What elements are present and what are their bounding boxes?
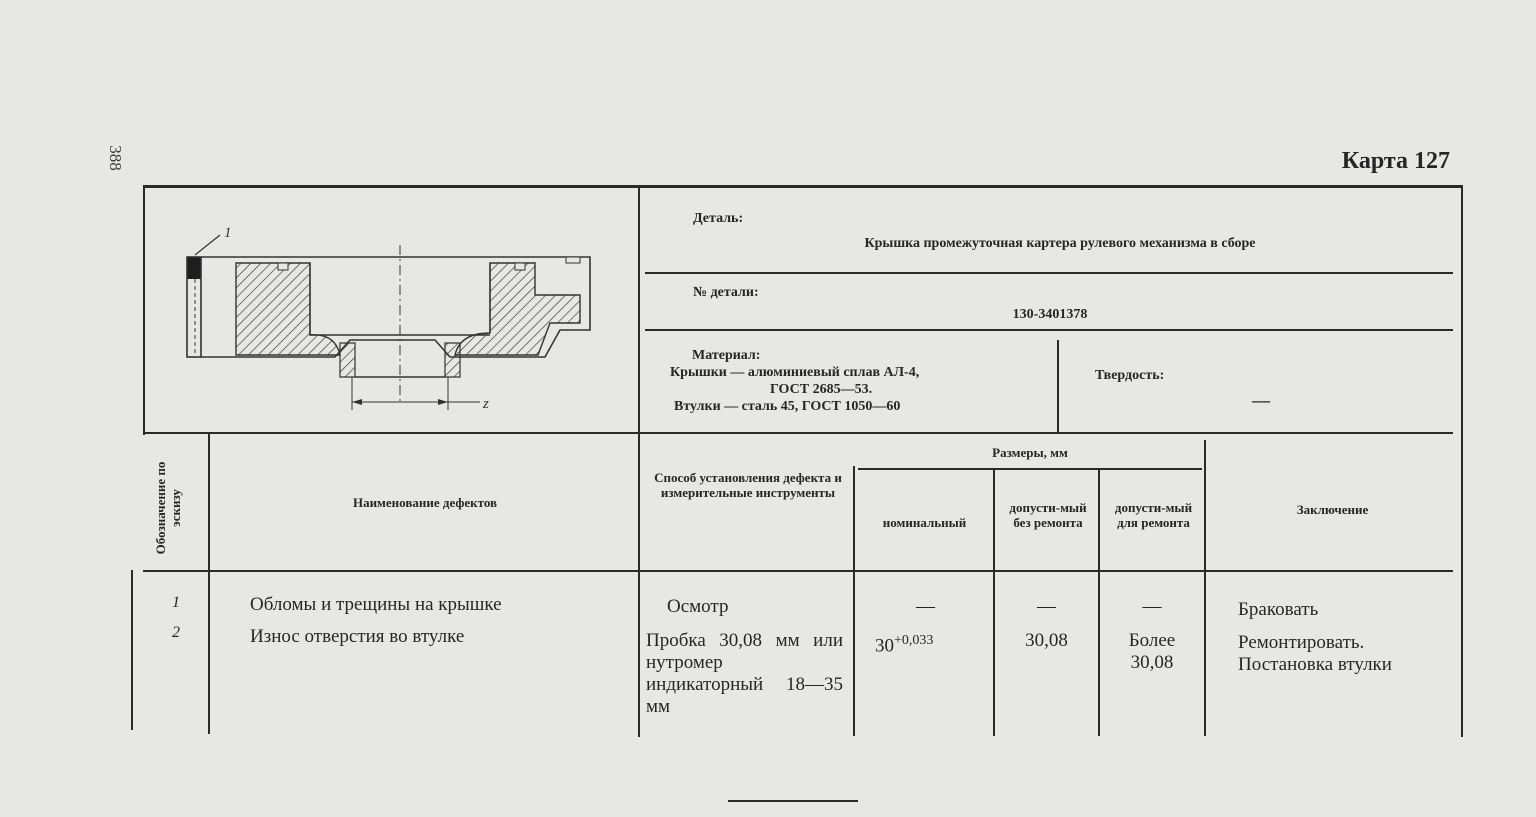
- material-line-1: Крышки — алюминиевый сплав АЛ-4,: [670, 365, 920, 380]
- header-designation: Обозначение по эскизу: [153, 461, 183, 555]
- part-number-divider: [645, 329, 1453, 331]
- header-allowed-for-repair: допусти-мый для ремонта: [1114, 500, 1193, 530]
- hardness-value: —: [1252, 390, 1270, 410]
- sketch-label-z: z: [482, 396, 489, 412]
- header-sizes-group: Размеры, мм: [992, 445, 1068, 460]
- header-top-border: [143, 432, 1453, 434]
- detail-divider: [645, 272, 1453, 274]
- header-nominal: номинальный: [882, 515, 967, 530]
- col-divider-without: [1098, 470, 1100, 736]
- row-2-conclusion: Ремонтировать. Постановка втулки: [1238, 632, 1392, 675]
- header-conclusion: Заключение: [1296, 502, 1369, 517]
- material-divider: [1057, 340, 1059, 432]
- header-method: Способ установления дефекта и измеритель…: [654, 470, 842, 500]
- material-block: Материал: Крышки — алюминиевый сплав АЛ-…: [660, 347, 1050, 415]
- header-bottom-border: [143, 570, 1453, 572]
- row-1-without-repair: —: [1037, 596, 1056, 617]
- col-divider-conclusion: [1204, 440, 1206, 736]
- part-sketch: 1 z: [186, 225, 591, 412]
- table-top-border: [143, 185, 1463, 188]
- table-left-lower-border: [131, 570, 133, 730]
- row-1-conclusion: Браковать: [1238, 599, 1319, 620]
- part-number-label: № детали:: [693, 285, 759, 300]
- row-2-nominal-tolerance: +0,033: [894, 633, 934, 648]
- row-2-nominal-value: 30: [875, 635, 894, 657]
- sketch-divider: [638, 187, 640, 737]
- card-title: Карта 127: [1341, 148, 1450, 174]
- detail-name: Крышка промежуточная картера рулевого ме…: [864, 236, 1256, 251]
- hardness-label: Твердость:: [1095, 368, 1165, 383]
- part-number-value: 130-3401378: [1012, 307, 1088, 322]
- sketch-label-1: 1: [224, 225, 232, 241]
- row-1-for-repair: —: [1142, 596, 1162, 617]
- row-2-method: Пробка 30,08 мм или нутромер индикаторны…: [646, 630, 843, 717]
- row-1-defect: Обломы и трещины на крышке: [250, 594, 502, 615]
- material-line-3: Втулки — сталь 45, ГОСТ 1050—60: [674, 399, 901, 414]
- table-left-border: [143, 185, 145, 435]
- row-2-nominal: 30+0,033: [875, 630, 990, 657]
- page-number: 388: [106, 145, 125, 171]
- row-1-nominal: —: [916, 596, 935, 617]
- detail-label: Деталь:: [693, 211, 744, 226]
- row-2-defect: Износ отверстия во втулке: [250, 626, 465, 647]
- col-divider-nominal: [993, 470, 995, 736]
- header-defect-name: Наименование дефектов: [352, 495, 498, 510]
- sizes-group-divider: [858, 468, 1202, 470]
- row-1-method: Осмотр: [667, 596, 729, 617]
- bottom-rule: [728, 800, 858, 802]
- material-label: Материал:: [692, 348, 761, 363]
- header-allowed-without-repair: допусти-мый без ремонта: [1009, 500, 1087, 530]
- row-2-without-repair: 30,08: [1025, 630, 1068, 651]
- col-divider-method: [853, 466, 855, 736]
- row-2-num: 2: [172, 624, 180, 641]
- table-right-border: [1461, 185, 1463, 737]
- col-divider-1: [208, 434, 210, 734]
- row-1-num: 1: [172, 594, 180, 611]
- row-2-for-repair: Более 30,08: [1128, 630, 1176, 673]
- material-line-2: ГОСТ 2685—53.: [770, 382, 873, 397]
